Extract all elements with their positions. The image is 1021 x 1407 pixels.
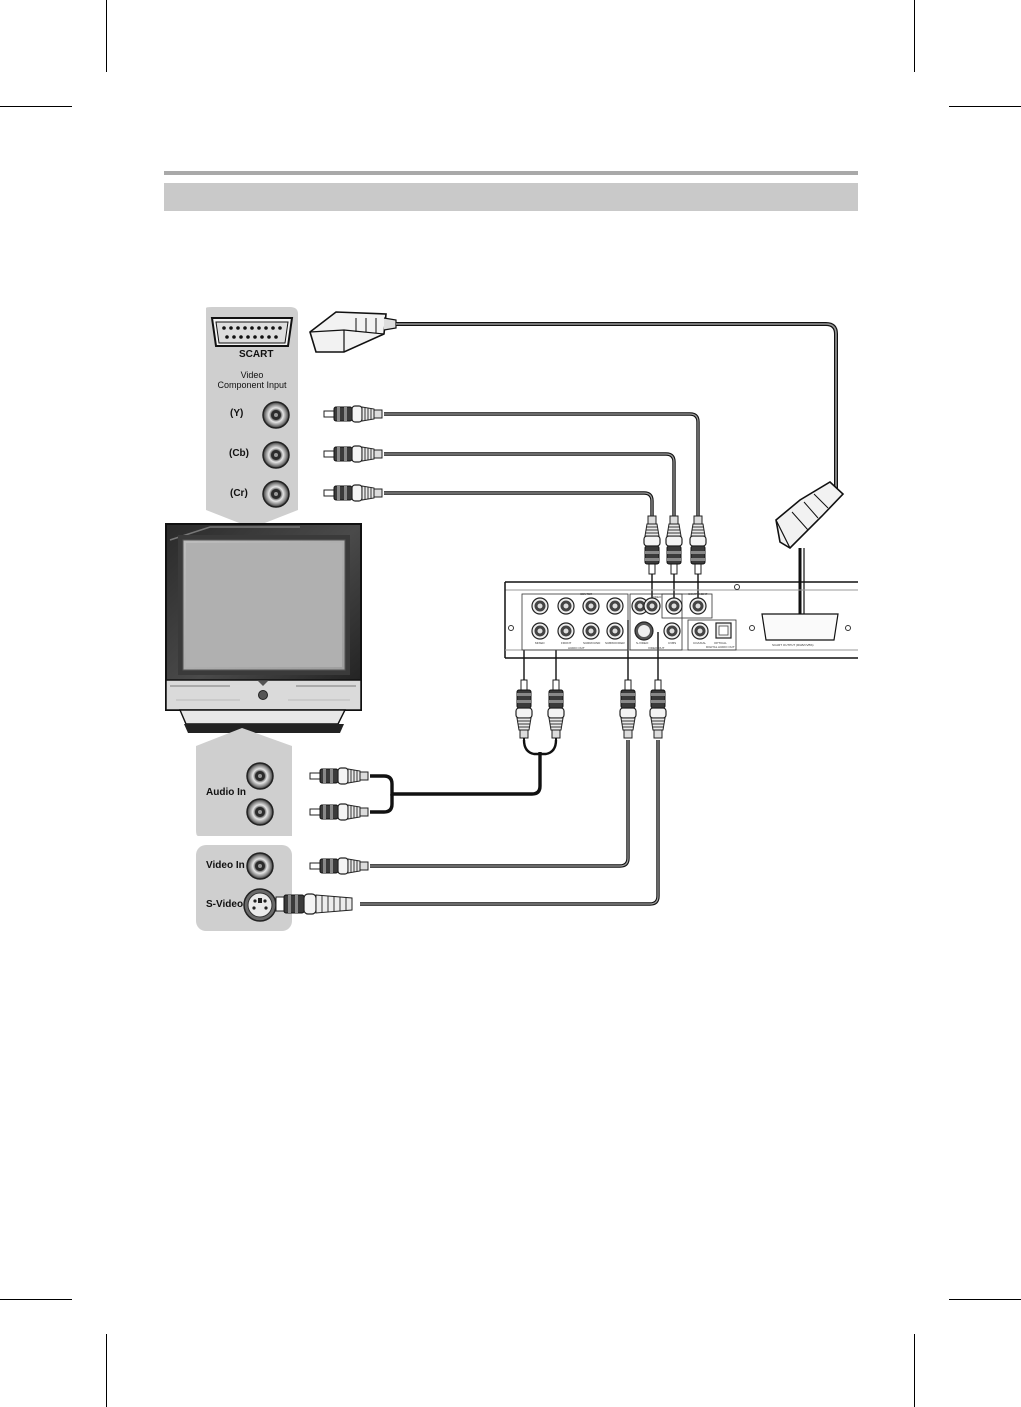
player-label: FRONT xyxy=(561,641,572,645)
player-label: OPTICAL xyxy=(714,641,727,645)
component-cr-cable xyxy=(384,491,654,516)
player-label: COMPONENT xyxy=(688,592,708,596)
scart-cable xyxy=(396,322,838,490)
player-label: MIXED xyxy=(535,641,545,645)
crop-mark xyxy=(0,106,72,107)
scart-label: SCART xyxy=(239,349,274,360)
cb-label: (Cb) xyxy=(229,448,249,459)
video-in-label: Video In xyxy=(206,860,245,871)
component-panel xyxy=(206,307,298,528)
player-label: VIDEO OUT xyxy=(648,646,665,650)
player-back-panel xyxy=(504,581,858,659)
scart-plug-right-icon xyxy=(775,481,845,620)
video-panel xyxy=(196,845,292,931)
rca-plug-icon xyxy=(309,803,369,821)
audio-in-left-jack-icon xyxy=(246,762,274,790)
rca-plug-icon xyxy=(547,679,565,739)
video-in-jack-icon xyxy=(246,852,274,880)
crop-mark xyxy=(0,1299,72,1300)
rca-plug-icon xyxy=(323,445,383,463)
player-label: SCART OUTPUT (RGB/CVBS) xyxy=(772,643,814,647)
s-video-cable xyxy=(360,740,660,906)
crop-mark xyxy=(914,1334,915,1407)
crop-mark xyxy=(949,106,1021,107)
rca-plug-icon xyxy=(323,405,383,423)
s-video-plug-icon xyxy=(275,893,353,915)
y-label: (Y) xyxy=(230,408,244,419)
scart-connector-icon xyxy=(210,317,294,347)
crop-mark xyxy=(106,0,107,72)
player-label: DIGITAL AUDIO OUT xyxy=(706,645,735,649)
video-cable xyxy=(370,740,630,868)
player-label: COAXIAL xyxy=(693,641,707,645)
component-y-jack-icon xyxy=(262,401,290,429)
player-label: SURROUND xyxy=(583,641,601,645)
audio-panel xyxy=(196,728,292,836)
s-video-jack-icon xyxy=(243,888,277,922)
player-label: VIDEO xyxy=(652,595,662,599)
component-cb-cable xyxy=(384,452,676,516)
scart-plug-icon xyxy=(309,311,397,353)
crop-mark xyxy=(949,1299,1021,1300)
component-cb-jack-icon xyxy=(262,441,290,469)
crop-mark xyxy=(914,0,915,72)
rca-plug-icon xyxy=(309,767,369,785)
s-video-plug-icon xyxy=(649,679,667,739)
rca-plug-icon xyxy=(323,484,383,502)
component-input-label: Video Component Input xyxy=(217,370,287,390)
player-label: CENTER xyxy=(580,592,593,596)
audio-cable xyxy=(370,752,542,796)
player-label: CVBS xyxy=(668,641,677,645)
television-icon xyxy=(165,523,362,733)
player-label: SUBWOOFER xyxy=(605,641,625,645)
rca-plug-icon xyxy=(644,516,660,574)
player-label: AUDIO OUT xyxy=(568,646,585,650)
header-bar xyxy=(164,183,858,211)
audio-in-right-jack-icon xyxy=(246,798,274,826)
cr-label: (Cr) xyxy=(230,488,248,499)
component-cr-jack-icon xyxy=(262,480,290,508)
header-rule xyxy=(164,171,858,175)
audio-in-label: Audio In xyxy=(206,787,246,798)
player-label: S-VIDEO xyxy=(636,641,649,645)
rca-plug-icon xyxy=(309,857,369,875)
rca-plug-icon xyxy=(619,679,637,739)
s-video-label: S-Video xyxy=(206,899,244,910)
rca-plug-icon xyxy=(666,516,682,574)
rca-plug-icon xyxy=(515,679,533,739)
crop-mark xyxy=(106,1334,107,1407)
rca-plug-icon xyxy=(690,516,706,574)
